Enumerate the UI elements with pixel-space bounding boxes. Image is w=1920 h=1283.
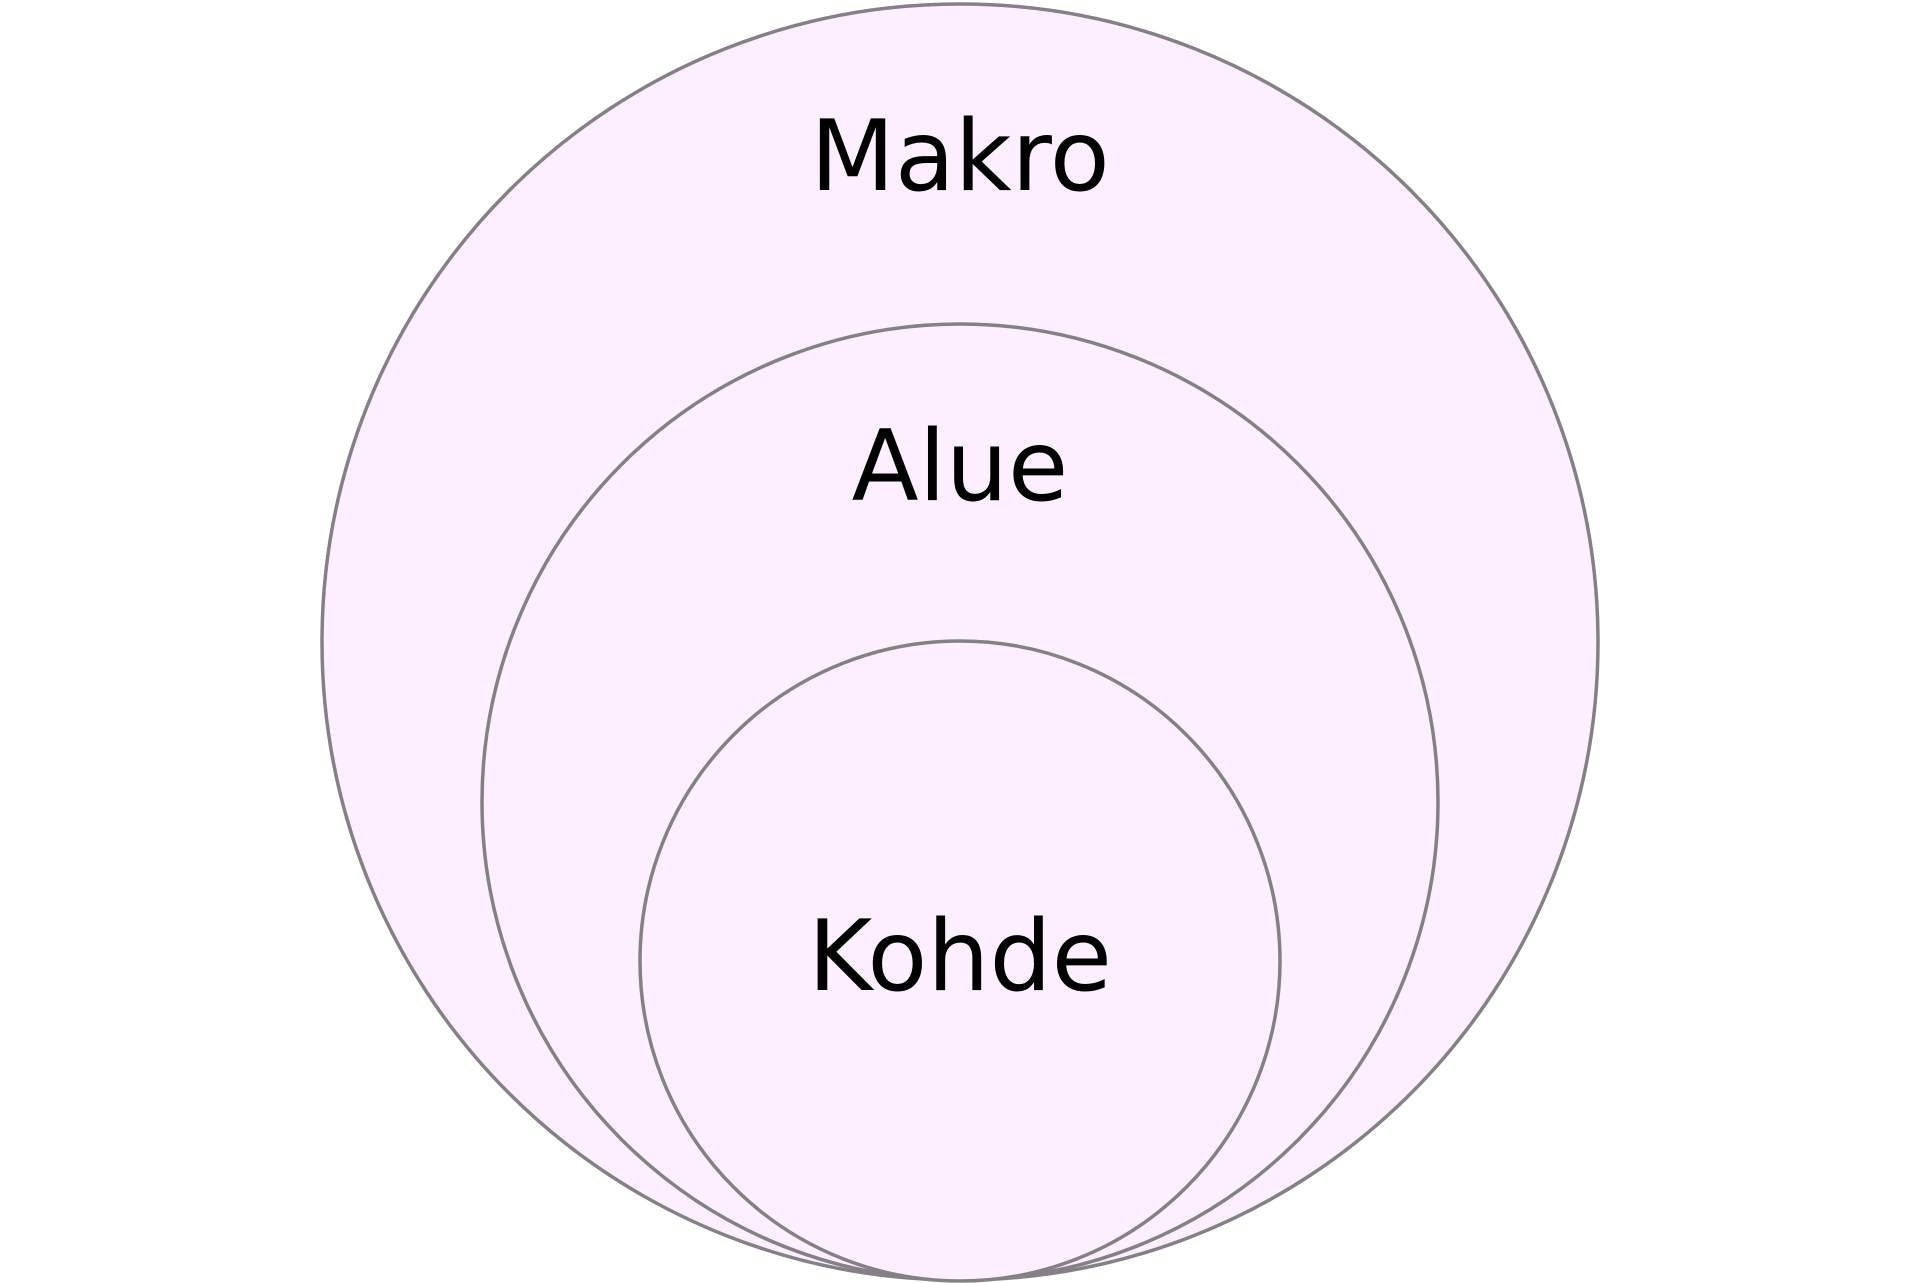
- label-kohde: Kohde: [808, 900, 1112, 1014]
- circle-kohde: [638, 639, 1282, 1283]
- label-makro: Makro: [810, 100, 1109, 214]
- label-alue: Alue: [852, 410, 1069, 524]
